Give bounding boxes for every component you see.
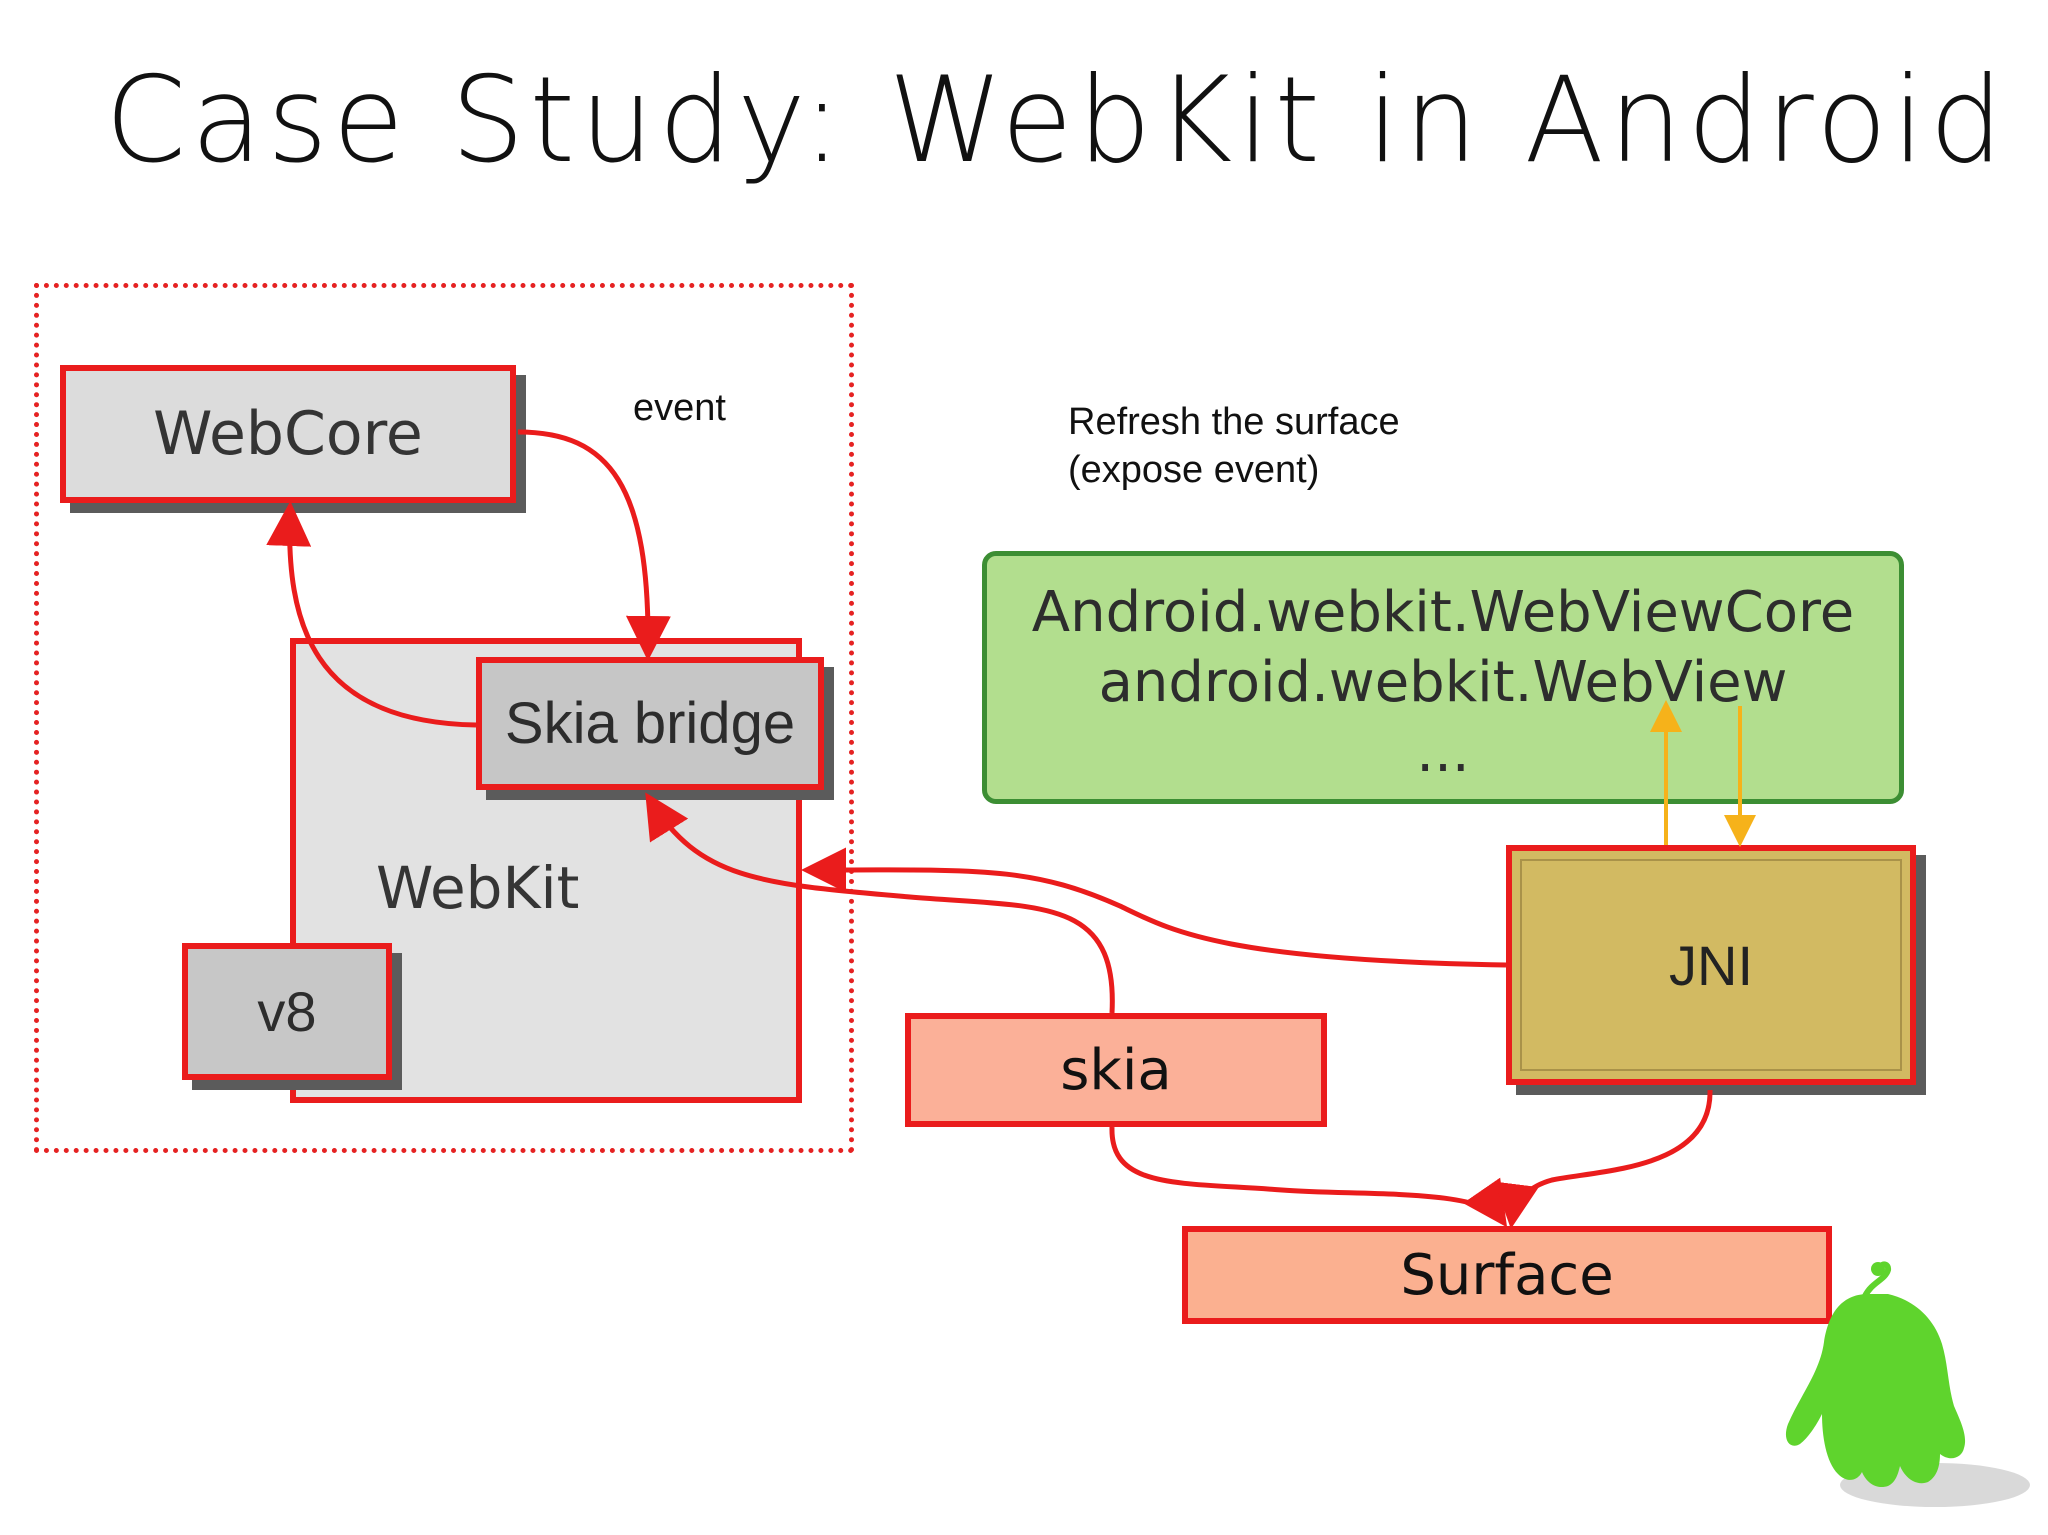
android-java-node: Android.webkit.WebViewCore android.webki… — [982, 551, 1904, 804]
webcore-label: WebCore — [153, 399, 423, 469]
android-java-line-2: android.webkit.WebView — [1098, 650, 1788, 715]
android-java-line-3: ... — [1416, 720, 1470, 785]
slide-title: Case Study: WebKit in Android — [105, 52, 2008, 190]
surface-label: Surface — [1400, 1242, 1614, 1308]
jni-to-surface-arrow — [1494, 1089, 1713, 1229]
refresh-label-line-1: Refresh the surface — [1068, 401, 1400, 443]
android-mascot-icon — [1785, 1261, 2030, 1507]
jni-label: JNI — [1669, 933, 1753, 997]
skia-bridge-label: Skia bridge — [504, 691, 796, 756]
skia-to-surface-arrow — [1109, 1126, 1508, 1228]
refresh-label-line-2: (expose event) — [1068, 449, 1320, 491]
webcore-node: WebCore — [60, 365, 516, 503]
skia-bridge-node: Skia bridge — [476, 657, 824, 790]
jni-node: JNI — [1506, 845, 1916, 1085]
v8-label: v8 — [257, 980, 317, 1043]
surface-node: Surface — [1182, 1226, 1832, 1324]
v8-node: v8 — [182, 943, 392, 1080]
webkit-container — [34, 283, 854, 1153]
skia-node: skia — [905, 1013, 1327, 1127]
event-label: event — [633, 387, 726, 429]
skia-label: skia — [1060, 1037, 1172, 1103]
jni-to-webkit-arrow — [800, 847, 1507, 968]
webkit-label: WebKit — [376, 854, 580, 922]
refresh-label: Refresh the surface (expose event) — [1068, 398, 1488, 494]
android-java-line-1: Android.webkit.WebViewCore — [1031, 580, 1855, 645]
